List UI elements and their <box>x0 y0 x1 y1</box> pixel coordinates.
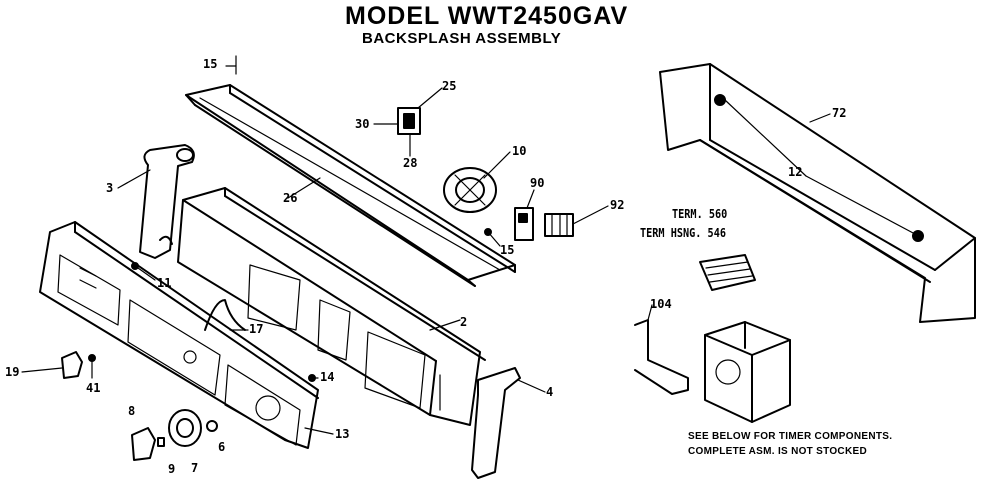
callout-9: 9 <box>168 462 176 476</box>
page-title: MODEL WWT2450GAV <box>345 2 629 30</box>
selector-switch <box>397 107 421 135</box>
page-subtitle: BACKSPLASH ASSEMBLY <box>362 30 562 47</box>
callout-6: 6 <box>218 440 226 454</box>
wire-harness <box>204 299 246 331</box>
spring-6 <box>206 420 218 432</box>
callout-104: 104 <box>650 297 672 311</box>
callout-72: 72 <box>832 106 847 120</box>
callout-8: 8 <box>128 404 136 418</box>
callout-12: 12 <box>788 165 803 179</box>
callout-15-top: 15 <box>203 57 218 71</box>
callout-41: 41 <box>86 381 101 395</box>
callout-15-screw: 15 <box>500 243 515 257</box>
term-560-label: TERM. 560 <box>672 207 728 221</box>
terminal-housing <box>699 254 756 291</box>
callout-10: 10 <box>512 144 527 158</box>
leader-lines <box>21 55 916 435</box>
dial-7 <box>168 409 202 447</box>
term-hsng-546-label: TERM HSNG. 546 <box>640 226 726 240</box>
callout-90: 90 <box>530 176 545 190</box>
switch-bracket <box>514 207 534 241</box>
rear-cover <box>659 63 976 323</box>
knob-19 <box>61 351 83 379</box>
callout-3: 3 <box>106 181 114 195</box>
callout-13: 13 <box>335 427 350 441</box>
callout-11: 11 <box>157 276 172 290</box>
timer-switch <box>443 167 497 213</box>
top-trim-strip <box>185 84 516 287</box>
left-end-cap <box>139 144 195 259</box>
note-not-stocked: COMPLETE ASM. IS NOT STOCKED <box>688 446 867 457</box>
callout-14: 14 <box>320 370 335 384</box>
callout-7: 7 <box>191 461 199 475</box>
timer-motor <box>704 321 791 423</box>
callout-26: 26 <box>283 191 298 205</box>
connector-plug <box>544 213 574 237</box>
clip-9 <box>157 437 165 447</box>
note-timer-components: SEE BELOW FOR TIMER COMPONENTS. <box>688 431 893 442</box>
right-end-cap <box>471 367 521 479</box>
callout-25: 25 <box>442 79 457 93</box>
callout-92: 92 <box>610 198 625 212</box>
callout-17: 17 <box>249 322 264 336</box>
callout-19: 19 <box>5 365 20 379</box>
callout-30: 30 <box>355 117 370 131</box>
knob-8 <box>131 427 156 461</box>
screw-11 <box>131 262 139 270</box>
console-front-panel <box>39 221 319 449</box>
callout-4: 4 <box>546 385 554 399</box>
timer-bracket <box>634 319 689 395</box>
callout-2: 2 <box>460 315 468 329</box>
callout-28: 28 <box>403 156 418 170</box>
